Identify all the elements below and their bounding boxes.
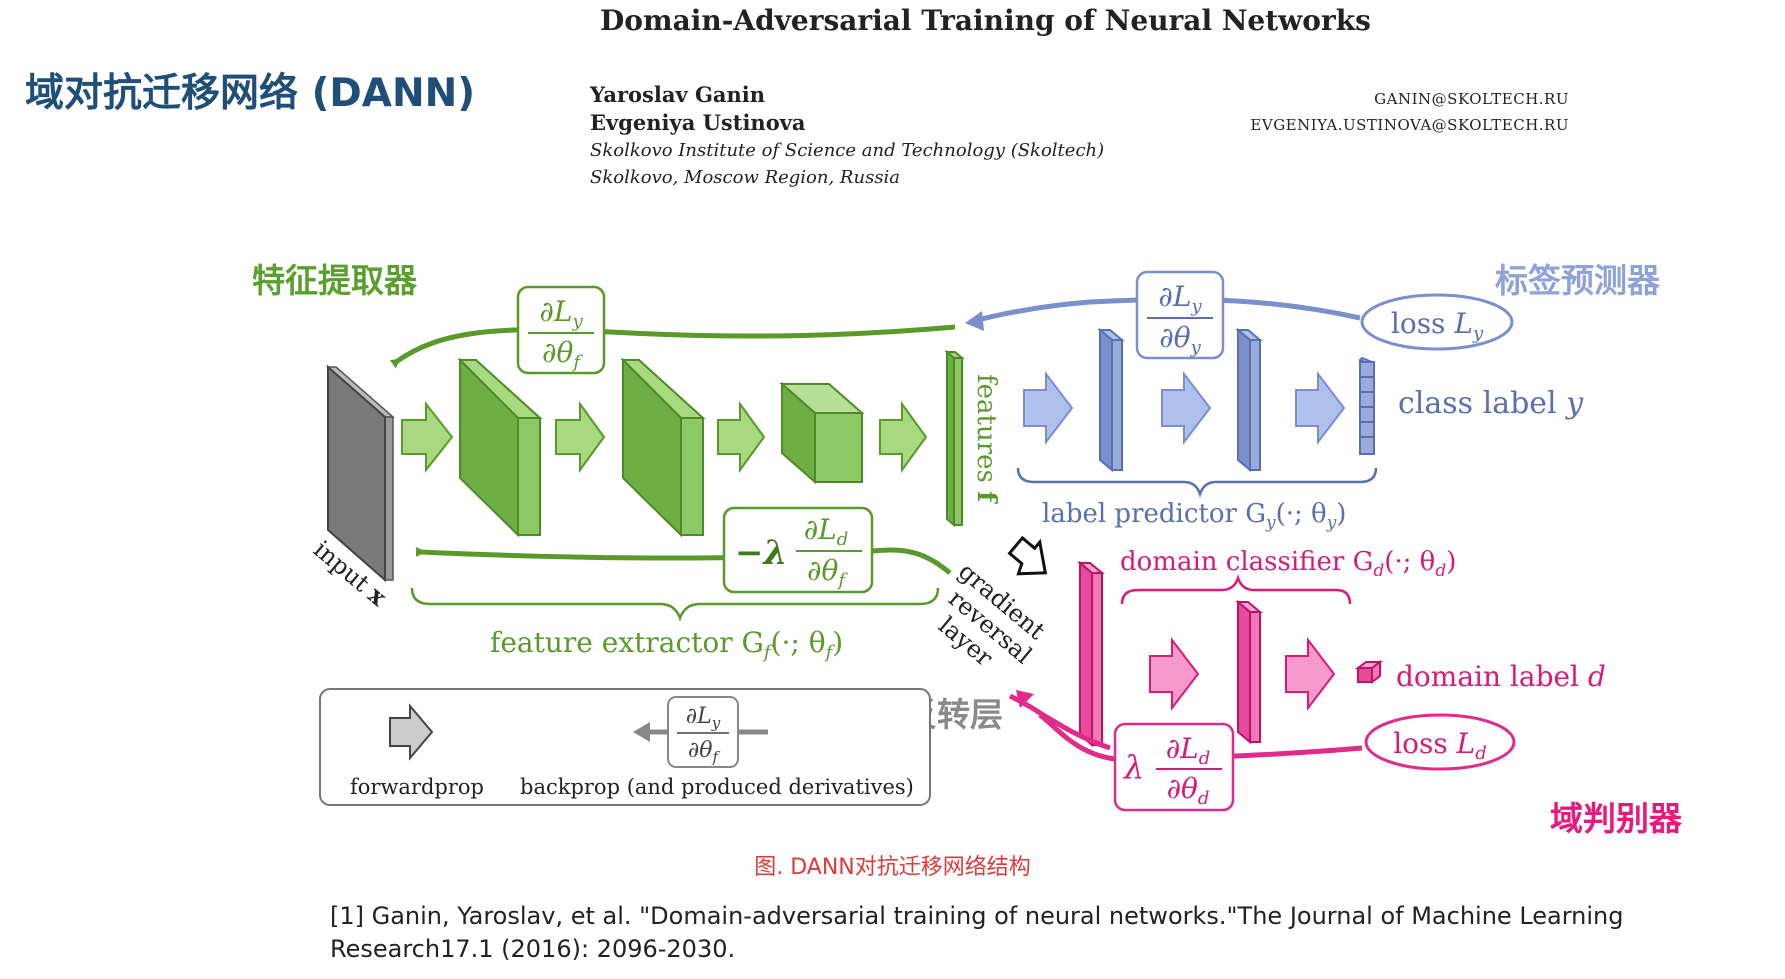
features-label: features f [971,374,1001,504]
paper-title: Domain-Adversarial Training of Neural Ne… [600,4,1371,37]
conv-layer-3 [779,381,865,485]
email-1: GANIN@SKOLTECH.RU [1374,90,1569,108]
features-layer [944,349,965,528]
grad-box-ly-thetaf: ∂Ly ∂θf [516,285,606,375]
svg-text:loss Ly: loss Ly [1391,307,1484,344]
legend-backward-arrowhead-icon [633,722,650,742]
loss-ly-ellipse: loss Ly [1360,293,1514,351]
label-label-predictor-cn: 标签预测器 [1495,261,1661,300]
grad-box-lambda-ld-thetad: λ ∂Ld ∂θd [1113,722,1235,812]
backprop-arrowhead-label [965,311,984,331]
legend-box: forwardprop ∂Ly ∂θf backprop (and produc… [319,688,931,806]
legend-forward-arrow-icon [389,703,434,761]
label-feature-extractor-cn: 特征提取器 [252,261,418,300]
svg-text:loss Ld: loss Ld [1393,727,1487,764]
domain-classifier-label: domain classifier Gd(·; θd) [1120,547,1456,581]
input-block [326,364,395,583]
reference-citation: [1] Ganin, Yaroslav, et al. "Domain-adve… [330,902,1624,963]
label-fc-layer-2 [1235,327,1263,473]
loss-ld-ellipse: loss Ld [1364,713,1516,771]
brace-feature-extractor [410,587,940,622]
feature-extractor-label: feature extractor Gf(·; θf) [490,626,843,663]
forward-arrows-feature [401,400,928,474]
brace-label-predictor [1016,467,1378,498]
legend-backward-label: backprop (and produced derivatives) [520,775,914,799]
conv-layer-1 [457,357,543,538]
svg-text:λ: λ [1122,748,1144,786]
class-label: class label y [1398,386,1584,421]
class-output-vector [1358,356,1375,455]
svg-text:−λ: −λ [735,533,787,573]
conv-layer-2 [620,357,706,538]
location: Skolkovo, Moscow Region, Russia [590,167,901,188]
domain-fc-layer-1 [1077,560,1105,748]
email-2: EVGENIYA.USTINOVA@SKOLTECH.RU [1250,116,1569,134]
grl-arrow-icon [1007,535,1048,576]
forward-arrows-label [1023,371,1346,445]
author-1: Yaroslav Ganin [590,82,766,107]
forward-arrows-domain [1149,637,1336,711]
figure-caption: 图. DANN对抗迁移网络结构 [754,855,1031,880]
grad-box-lambda-ld-thetaf: −λ ∂Ld ∂θf [722,506,874,594]
label-predictor-label: label predictor Gy(·; θy) [1042,499,1346,533]
affiliation: Skolkovo Institute of Science and Techno… [590,140,1105,161]
slide-title: 域对抗迁移网络 (DANN) [25,71,476,116]
backprop-arrow-label [969,296,1361,325]
label-fc-layer-1 [1097,327,1125,473]
backprop-arrowhead-domain [1016,690,1034,708]
grad-box-ly-thetay: ∂Ly ∂θy [1135,270,1225,360]
domain-label: domain label d [1396,660,1606,693]
brace-domain-classifier [1120,574,1352,605]
legend-forward-label: forwardprop [350,775,484,799]
backprop-arrow-feature-top [389,324,956,369]
label-domain-discriminator-cn: 域判别器 [1550,799,1683,838]
domain-output-cube [1355,660,1383,684]
author-2: Evgeniya Ustinova [590,110,806,135]
domain-fc-layer-2 [1235,599,1263,745]
